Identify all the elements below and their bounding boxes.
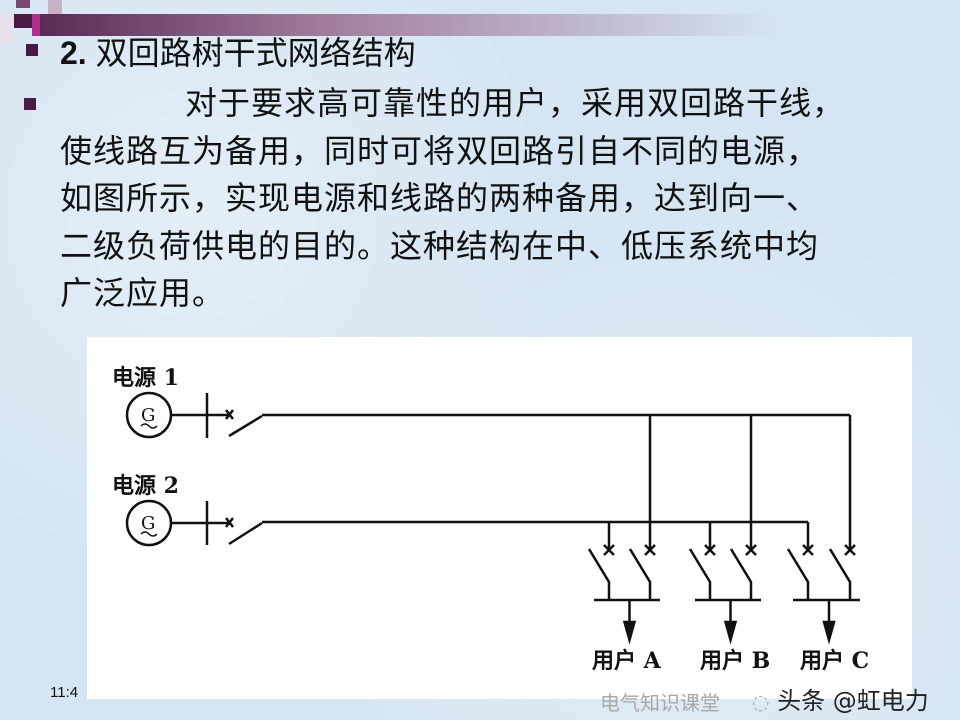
source2-label: 电源 2 xyxy=(112,473,179,499)
body-line: 二级负荷供电的目的。这种结构在中、低压系统中均 xyxy=(60,226,820,265)
arrow-down-icon xyxy=(622,620,637,645)
feeder2 xyxy=(171,501,808,546)
arrow-down-icon xyxy=(723,620,738,645)
slide-title: 2. 双回路树干式网络结构 xyxy=(60,35,416,71)
slide-time: 11:4 xyxy=(50,684,79,701)
body-line: 如图所示，实现电源和线路的两种备用，达到向一、 xyxy=(60,179,820,217)
svg-text:G: G xyxy=(141,513,155,534)
feeder1 xyxy=(171,393,850,438)
title-bullet-icon xyxy=(26,44,38,56)
watermark-sub: 电气知识课堂 xyxy=(600,691,720,715)
title-bar xyxy=(40,14,960,36)
user-switch-group xyxy=(786,544,860,636)
source1-label: 电源 1 xyxy=(112,365,179,391)
user-b-label: 用户 B xyxy=(700,648,770,674)
generator1-icon: G xyxy=(125,391,173,439)
user-a-label: 用户 A xyxy=(592,648,662,674)
generator2-icon: G xyxy=(125,499,173,547)
wechat-icon: ◌ xyxy=(752,690,770,714)
user-switches xyxy=(587,544,860,645)
circuit-diagram: 电源 1 电源 2 G G 用户 A 用户 B 用户 C xyxy=(87,337,912,699)
watermark-text: 头条 @虹电力 xyxy=(777,687,929,715)
user-switch-group xyxy=(688,544,761,636)
body-line: 使线路互为备用，同时可将双回路引自不同的电源， xyxy=(60,131,820,170)
svg-text:G: G xyxy=(141,405,155,426)
user-c-label: 用户 C xyxy=(800,648,869,674)
body-line: 广泛应用。 xyxy=(60,274,226,312)
body-bullet-icon xyxy=(24,98,36,110)
watermark: ◌ 头条 @虹电力 xyxy=(752,686,929,717)
arrow-down-icon xyxy=(822,620,836,645)
user-switch-group xyxy=(587,544,660,636)
body-line: 对于要求高可靠性的用户，采用双回路干线， xyxy=(185,84,846,122)
body-text: 对于要求高可靠性的用户，采用双回路干线， 使线路互为备用，同时可将双回路引自不同… xyxy=(60,80,845,318)
